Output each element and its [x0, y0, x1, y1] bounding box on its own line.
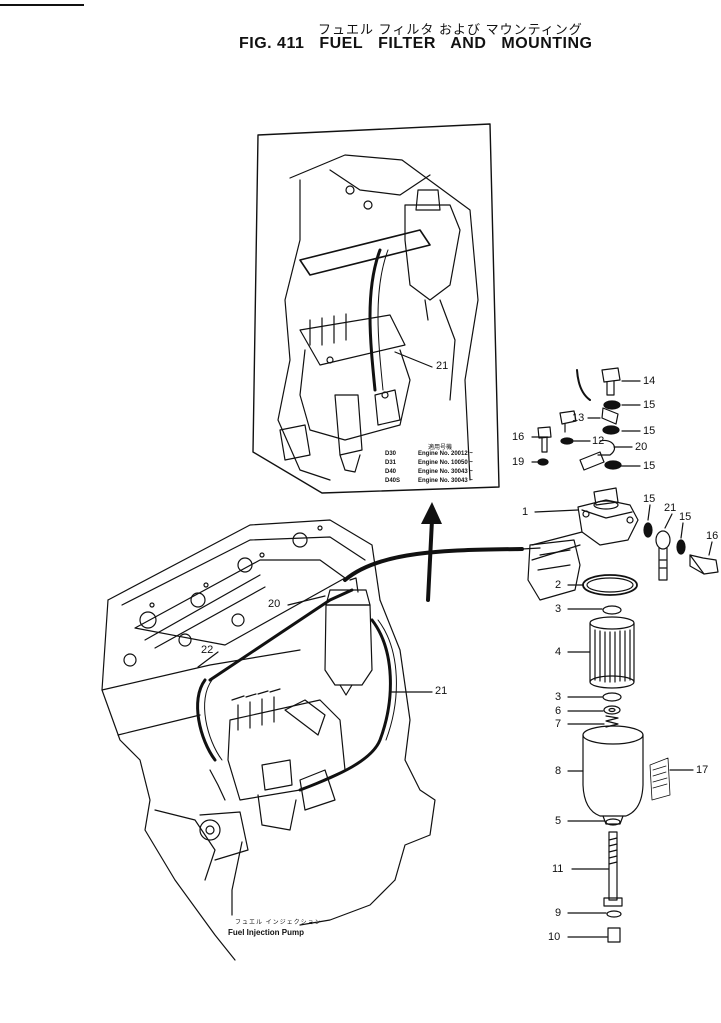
callout-15-b: 15 — [643, 425, 656, 437]
serial-table-header: 適用号機 — [428, 445, 453, 451]
part-3b-seal — [602, 692, 622, 702]
callout-5: 5 — [555, 815, 562, 827]
pump-caption-japanese: フュエル インジェクション — [235, 920, 322, 926]
callout-2: 2 — [555, 579, 562, 591]
corner-rule — [0, 4, 84, 6]
part-9-washer — [606, 910, 622, 918]
serial-model-1: D30 — [385, 451, 397, 457]
title-word-3: AND — [450, 35, 487, 52]
callout-20-main: 20 — [268, 598, 281, 610]
part-8-case — [582, 725, 644, 825]
main-engine-drawing — [101, 519, 524, 961]
figure-number: FIG. 411 — [239, 35, 305, 52]
callout-16-b: 16 — [706, 530, 719, 542]
inset-leader-21 — [394, 351, 433, 368]
part-16b-bolt — [689, 554, 719, 575]
callout-17: 17 — [696, 764, 709, 776]
part-6-washer — [603, 705, 621, 715]
callout-15-d: 15 — [643, 493, 656, 505]
part-21-banjo — [655, 530, 671, 581]
title-japanese: フュエル フィルタ および マウンティング — [318, 22, 583, 37]
callout-8: 8 — [555, 765, 562, 777]
pump-caption: Fuel Injection Pump — [228, 928, 305, 937]
callout-21-part: 21 — [664, 502, 677, 514]
part-5-seal — [605, 818, 621, 826]
part-15c-washer — [604, 460, 622, 470]
part-16a-bolt — [537, 426, 552, 439]
part-4-element — [589, 616, 635, 689]
callout-12: 12 — [592, 435, 605, 447]
part-15a-washer — [603, 400, 621, 410]
callout-15-c: 15 — [643, 460, 656, 472]
part-10-plug — [607, 927, 621, 943]
part-13-bolt — [559, 410, 577, 425]
part-12-washer — [560, 437, 574, 445]
callout-15-a: 15 — [643, 399, 656, 411]
serial-engine-1: Engine No. 20012 ~ — [418, 451, 473, 457]
callout-9: 9 — [555, 907, 562, 919]
callout-13: 13 — [572, 412, 585, 424]
callout-15-e: 15 — [679, 511, 692, 523]
callout-1: 1 — [522, 506, 529, 518]
mount-bracket — [521, 539, 581, 601]
title-word-2: FILTER — [378, 35, 436, 52]
serial-model-4: D40S — [385, 478, 401, 484]
serial-engine-2: Engine No. 10050 ~ — [418, 460, 473, 466]
serial-engine-4: Engine No. 30043 ~ — [418, 478, 473, 484]
part-17-label — [649, 757, 671, 801]
part-3a-seal — [602, 605, 622, 615]
inset-arrow — [426, 518, 434, 602]
part-14-bolt — [601, 367, 621, 383]
figure-title: FIG. 411 FUEL FILTER AND MOUNTING — [239, 35, 602, 53]
part-7-spring — [605, 715, 619, 728]
leader-22 — [197, 651, 219, 668]
callout-16-a: 16 — [512, 431, 525, 443]
leader-20 — [287, 595, 326, 606]
callout-22: 22 — [201, 644, 214, 656]
part-20-bolt — [597, 439, 615, 456]
callout-21-main: 21 — [435, 685, 448, 697]
part-15b-washer — [602, 425, 620, 435]
serial-model-2: D31 — [385, 460, 397, 466]
part-15d-washer — [643, 522, 653, 538]
inset-engine-drawing — [277, 154, 479, 481]
inset-frame — [252, 123, 500, 494]
callout-7: 7 — [555, 718, 562, 730]
filter-head-1 — [531, 487, 639, 561]
callout-11: 11 — [552, 863, 564, 875]
part-15e-washer — [676, 539, 686, 555]
callout-20-part: 20 — [635, 441, 648, 453]
callout-inset-21: 21 — [436, 360, 449, 372]
callout-4: 4 — [555, 646, 562, 658]
callout-6: 6 — [555, 705, 562, 717]
part-11-bolt — [608, 831, 618, 901]
serial-model-3: D40 — [385, 469, 397, 475]
title-word-4: MOUNTING — [501, 35, 593, 52]
callout-14: 14 — [643, 375, 656, 387]
title-word-1: FUEL — [319, 35, 364, 52]
callout-3-a: 3 — [555, 603, 562, 615]
callout-19: 19 — [512, 456, 525, 468]
leader-pump — [231, 841, 243, 916]
callout-10: 10 — [548, 931, 561, 943]
serial-engine-3: Engine No. 30043 ~ — [418, 469, 473, 475]
callout-3-b: 3 — [555, 691, 562, 703]
